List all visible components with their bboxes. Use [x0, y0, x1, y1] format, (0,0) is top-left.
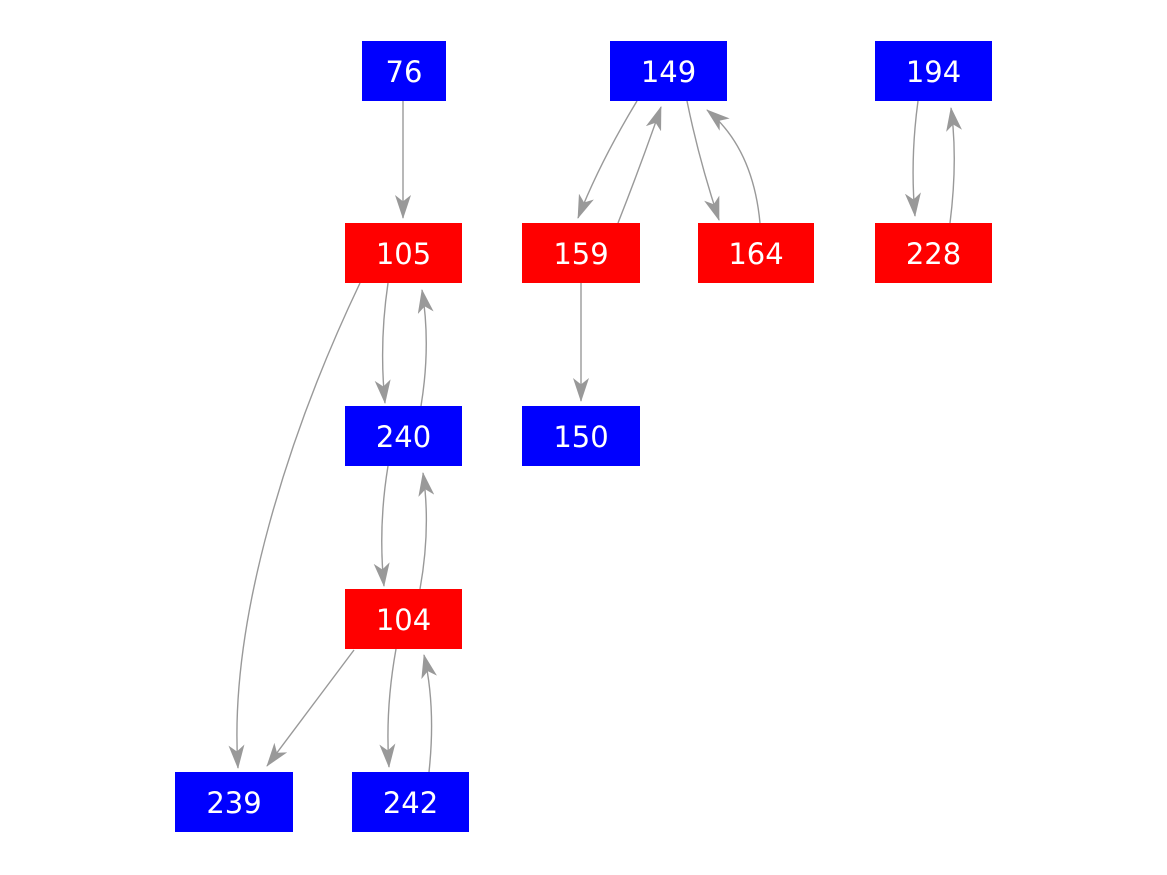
node-label-149: 149 [641, 55, 696, 89]
edge-240-to-104 [373, 465, 390, 587]
edge-194-to-228 [904, 100, 921, 217]
node-box-150 [522, 406, 640, 466]
node-box-239 [175, 772, 293, 832]
node-76: 76 [362, 41, 446, 101]
edge-105-to-239 [228, 282, 361, 769]
node-label-159: 159 [553, 237, 608, 271]
edge-242-to-104 [421, 654, 437, 773]
node-label-164: 164 [728, 237, 783, 271]
node-label-228: 228 [906, 237, 961, 271]
node-box-228 [875, 223, 992, 283]
node-box-159 [522, 223, 640, 283]
node-104: 104 [345, 589, 462, 649]
node-159: 159 [522, 223, 640, 283]
nodes-layer: 76 105 240 104 239 242 149 159 164 150 194 228 [175, 41, 992, 832]
node-194: 194 [875, 41, 992, 101]
node-label-105: 105 [376, 237, 431, 271]
node-label-239: 239 [206, 786, 261, 820]
node-label-240: 240 [376, 420, 431, 454]
node-box-149 [610, 41, 727, 101]
node-box-194 [875, 41, 992, 101]
node-box-104 [345, 589, 462, 649]
node-149: 149 [610, 41, 727, 101]
node-box-164 [698, 223, 814, 283]
edges-layer [228, 100, 962, 773]
edge-149-to-164 [686, 100, 720, 221]
node-105: 105 [345, 223, 462, 283]
edge-105-to-240 [374, 282, 391, 404]
node-box-240 [345, 406, 462, 466]
edge-159-to-149 [617, 106, 662, 224]
node-242: 242 [352, 772, 469, 832]
node-label-150: 150 [553, 420, 608, 454]
node-box-76 [362, 41, 446, 101]
node-box-105 [345, 223, 462, 283]
edge-104-to-242 [379, 648, 397, 768]
node-240: 240 [345, 406, 462, 466]
node-label-194: 194 [906, 55, 961, 89]
edge-164-to-149 [706, 109, 761, 224]
node-164: 164 [698, 223, 814, 283]
node-label-76: 76 [386, 55, 423, 89]
node-label-242: 242 [383, 786, 438, 820]
node-box-242 [352, 772, 469, 832]
edge-149-to-159 [577, 100, 638, 219]
node-150: 150 [522, 406, 640, 466]
node-228: 228 [875, 223, 992, 283]
node-label-104: 104 [376, 603, 431, 637]
edge-104-to-239 [266, 649, 355, 767]
node-239: 239 [175, 772, 293, 832]
edge-228-to-194 [946, 107, 962, 224]
edge-240-to-105 [417, 289, 434, 407]
edge-104-to-240 [418, 472, 435, 590]
